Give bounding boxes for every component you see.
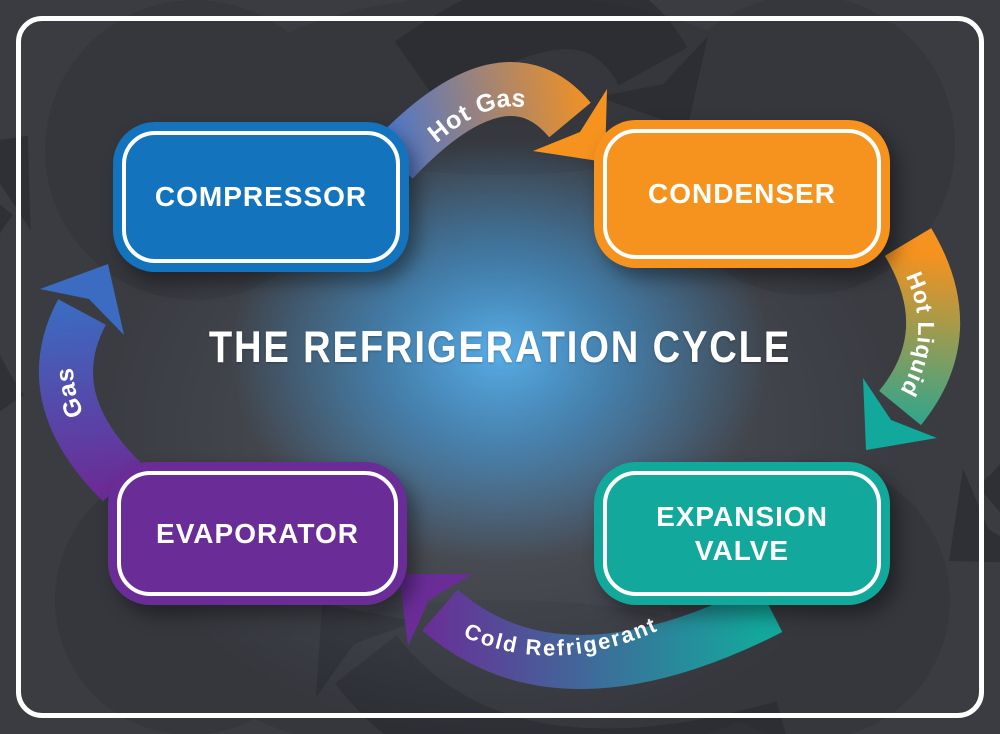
swirl-arrowhead xyxy=(598,36,708,129)
cold-refrigerant-arrow-band xyxy=(422,583,783,689)
gas-arrow-band xyxy=(39,299,142,502)
cold-refrigerant-arrowhead xyxy=(399,574,472,646)
hot-liquid-arrowhead xyxy=(863,378,937,450)
node-evaporator: EVAPORATOR xyxy=(108,462,407,605)
node-expansion-valve-label: EXPANSION VALVE xyxy=(656,501,828,566)
node-expansion-valve: EXPANSION VALVE xyxy=(594,462,890,605)
gas-arrowhead xyxy=(40,264,124,335)
node-evaporator-label: EVAPORATOR xyxy=(156,517,359,549)
swirl-arrowhead xyxy=(948,468,1000,564)
node-condenser-label: CONDENSER xyxy=(648,178,836,210)
gas-arrow: Gas xyxy=(39,264,142,502)
node-condenser: CONDENSER xyxy=(594,120,890,268)
hot-liquid-arrow: Hot Liquid xyxy=(863,228,960,450)
hot-gas-arrowhead xyxy=(533,89,607,162)
swirl-arrowhead xyxy=(0,135,31,231)
node-compressor: COMPRESSOR xyxy=(113,122,409,272)
node-compressor-label: COMPRESSOR xyxy=(154,181,368,213)
diagram-title: THE REFRIGERATION CYCLE xyxy=(208,322,792,372)
swirl-arm xyxy=(394,0,688,106)
hot-gas-arrow-band xyxy=(373,62,591,179)
hot-liquid-arrow-band xyxy=(878,228,960,426)
